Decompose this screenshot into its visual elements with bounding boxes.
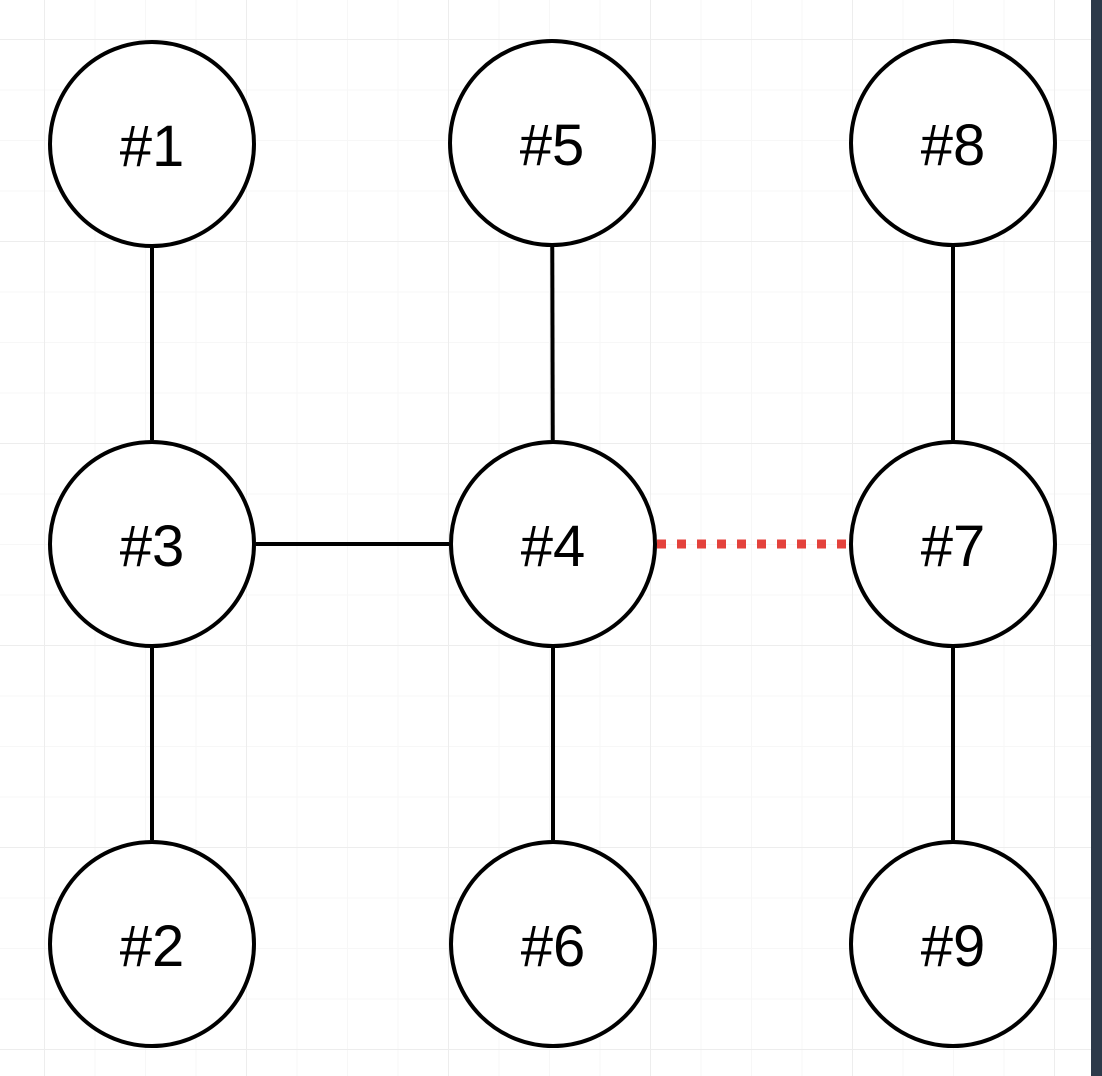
node-label-n9: #9 [921,914,986,979]
graph-node-n9[interactable]: #9 [849,840,1057,1048]
node-circle-n9[interactable] [849,840,1057,1048]
node-circle-n6[interactable] [449,840,657,1048]
node-label-n5: #5 [520,113,585,178]
graph-node-n3[interactable]: #3 [48,440,256,648]
vertical-scrollbar[interactable] [1091,0,1102,1076]
nodes-layer: #1 #2 #3 #4 #5 #6 #7 #8 #9 [48,39,1057,1048]
node-circle-n5[interactable] [448,39,656,247]
edges-layer [150,246,955,840]
node-label-n2: #2 [120,914,185,979]
graph-node-n8[interactable]: #8 [849,39,1057,247]
node-circle-n8[interactable] [849,39,1057,247]
node-label-n6: #6 [521,914,586,979]
node-label-n4: #4 [521,514,586,579]
node-label-n1: #1 [120,114,185,179]
node-circle-n3[interactable] [48,440,256,648]
node-label-n7: #7 [921,514,986,579]
node-label-n3: #3 [120,514,185,579]
graph-node-n6[interactable]: #6 [449,840,657,1048]
node-circle-n1[interactable] [48,40,256,248]
node-circle-n7[interactable] [849,440,1057,648]
node-label-n8: #8 [921,113,986,178]
node-circle-n4[interactable] [449,440,657,648]
graph-node-n5[interactable]: #5 [448,39,656,247]
graph-node-n1[interactable]: #1 [48,40,256,248]
node-circle-n2[interactable] [48,840,256,1048]
graph-node-n4[interactable]: #4 [449,440,657,648]
graph-node-n7[interactable]: #7 [849,440,1057,648]
graph-node-n2[interactable]: #2 [48,840,256,1048]
